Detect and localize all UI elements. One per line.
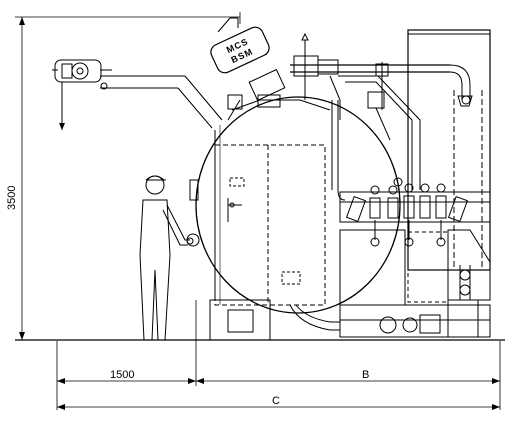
right-pipe: [331, 91, 403, 201]
b-dimension-label: B: [362, 369, 369, 381]
upper-piping: [290, 32, 471, 190]
boom-rail: [100, 75, 223, 129]
top-left-winch: [52, 59, 112, 130]
c-dimension-label: C: [272, 395, 280, 407]
operator-figure: [139, 175, 194, 341]
clearance-dimension-label: 1500: [110, 369, 134, 381]
vessel-base: [209, 299, 340, 341]
main-vessel: [186, 94, 401, 314]
manifold-valves: [345, 183, 469, 223]
height-dimension-label: 3500: [6, 186, 18, 210]
lower-frame: [339, 229, 491, 338]
valve-manifold: [339, 183, 491, 247]
top-motor: MCS BSM: [210, 17, 286, 108]
right-column-tank: [407, 29, 491, 271]
